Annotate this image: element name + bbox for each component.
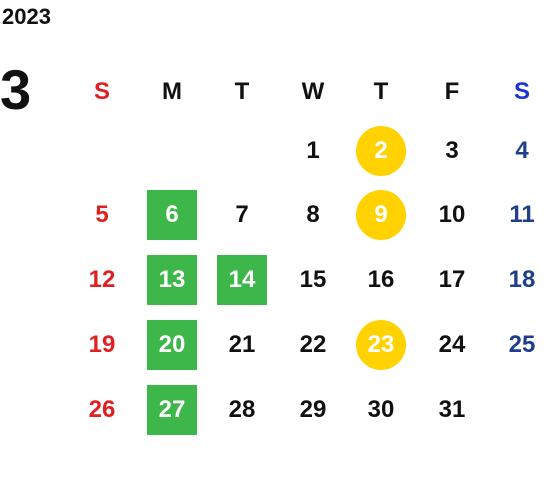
day-24[interactable]: 24 (438, 331, 466, 358)
weekday-monday: M (162, 78, 182, 105)
day-23[interactable]: 23 (356, 320, 406, 370)
day-26[interactable]: 26 (88, 396, 116, 423)
day-12[interactable]: 12 (88, 266, 116, 293)
weekday-wednesday: W (301, 78, 325, 105)
day-4[interactable]: 4 (515, 137, 529, 164)
day-31[interactable]: 31 (438, 396, 466, 423)
day-30[interactable]: 30 (367, 396, 395, 423)
weekday-friday: F (444, 78, 460, 105)
day-25[interactable]: 25 (508, 331, 536, 358)
day-29[interactable]: 29 (299, 396, 327, 423)
day-15[interactable]: 15 (299, 266, 327, 293)
day-20[interactable]: 20 (147, 320, 197, 370)
weekday-sunday: S (93, 78, 110, 105)
day-28[interactable]: 28 (228, 396, 256, 423)
day-6[interactable]: 6 (147, 190, 197, 240)
day-2[interactable]: 2 (356, 126, 406, 176)
weekday-thursday: T (373, 78, 389, 105)
day-11[interactable]: 11 (509, 201, 535, 228)
day-19[interactable]: 19 (88, 331, 116, 358)
day-10[interactable]: 10 (438, 201, 466, 228)
weekday-saturday: S (513, 78, 530, 105)
day-7[interactable]: 7 (235, 201, 249, 228)
day-22[interactable]: 22 (299, 331, 327, 358)
month-label: 3 (0, 58, 32, 121)
day-21[interactable]: 21 (228, 331, 256, 358)
day-18[interactable]: 18 (508, 266, 536, 293)
day-14[interactable]: 14 (217, 255, 267, 305)
day-16[interactable]: 16 (367, 266, 395, 293)
day-27[interactable]: 27 (147, 385, 197, 435)
weekday-tuesday: T (234, 78, 250, 105)
day-5[interactable]: 5 (95, 201, 109, 228)
year-label: 2023 (2, 4, 51, 29)
day-9[interactable]: 9 (356, 190, 406, 240)
day-17[interactable]: 17 (438, 266, 466, 293)
day-8[interactable]: 8 (306, 201, 320, 228)
day-13[interactable]: 13 (147, 255, 197, 305)
day-3[interactable]: 3 (445, 137, 459, 164)
day-1[interactable]: 1 (306, 137, 320, 164)
